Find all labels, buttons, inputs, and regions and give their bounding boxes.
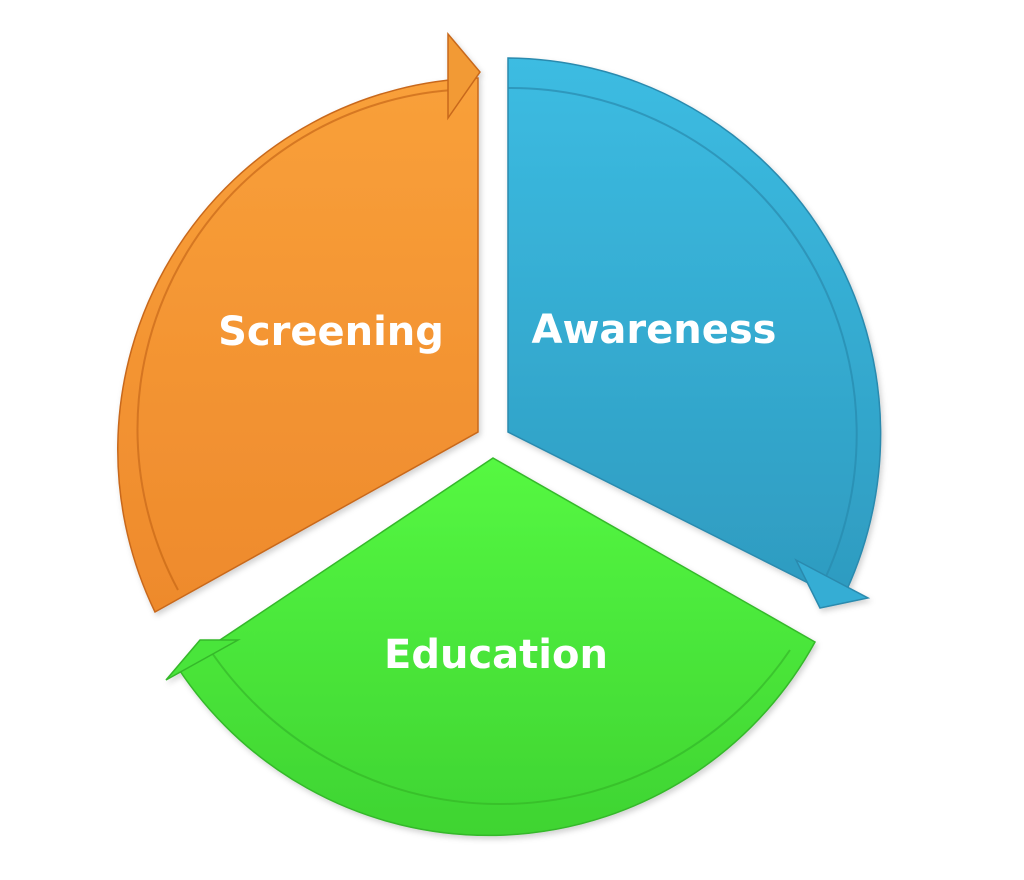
- segment-awareness: [507, 57, 882, 609]
- arrow-head-screening-icon: [447, 31, 481, 121]
- arrow-arc-education: [209, 649, 791, 806]
- label-education: Education: [384, 632, 608, 678]
- label-awareness: Awareness: [532, 307, 777, 353]
- arrow-arc-screening: [136, 89, 453, 591]
- segment-screening: [117, 31, 481, 614]
- segment-education: [165, 457, 817, 837]
- label-screening: Screening: [218, 309, 444, 355]
- arrow-arc-awareness: [507, 86, 858, 586]
- arrow-head-education-icon: [165, 639, 241, 681]
- arrow-head-awareness-icon: [794, 558, 871, 609]
